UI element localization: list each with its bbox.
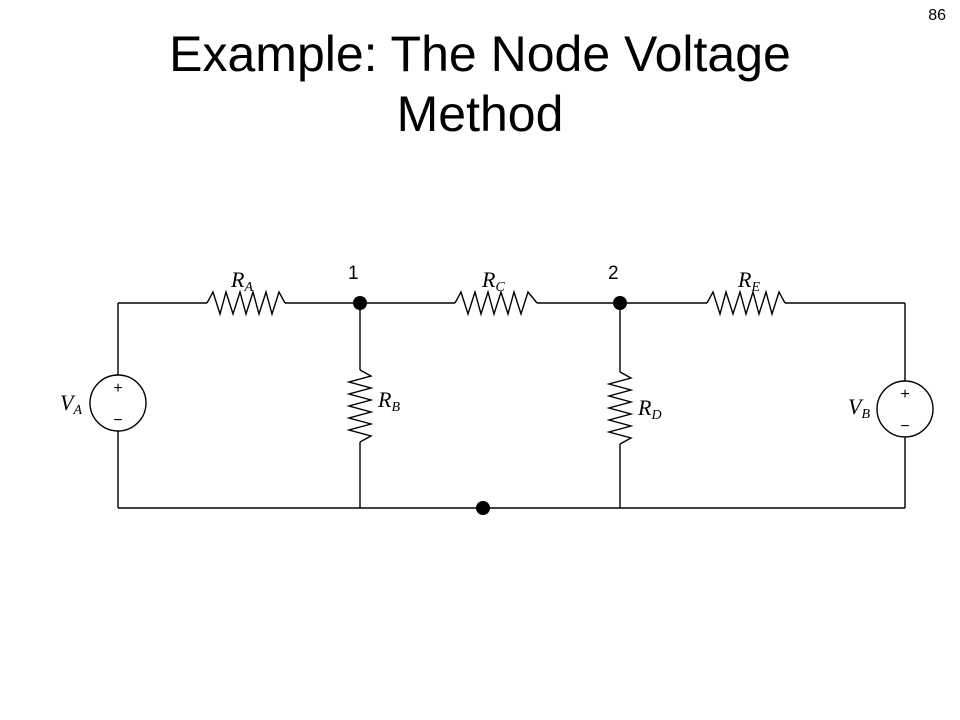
resistor-rb (346, 369, 374, 443)
source-vb-minus: − (900, 418, 909, 435)
label-rb-main: R (377, 387, 392, 412)
label-re-main: R (737, 267, 752, 292)
label-va: VA (60, 390, 82, 418)
source-vb-circle (876, 380, 934, 438)
label-va-main: V (60, 390, 76, 415)
label-re-sub: E (750, 280, 760, 295)
label-re: RE (737, 267, 760, 295)
resistor-ra (206, 289, 286, 317)
slide-title-line-1: Example: The Node Voltage (169, 26, 791, 82)
node-2-label: 2 (608, 263, 619, 284)
label-va-sub: A (72, 403, 82, 418)
label-rb-sub: B (391, 400, 400, 415)
label-rd-main: R (637, 395, 652, 420)
label-rc: RC (481, 267, 505, 295)
label-vb-sub: B (861, 407, 870, 422)
source-va-circle (89, 374, 147, 432)
label-ra: RA (230, 267, 253, 295)
resistor-rc (454, 289, 538, 317)
slide-title: Example: The Node Voltage Method (0, 24, 960, 144)
node-2-dot (613, 296, 627, 310)
source-va-minus: − (113, 412, 122, 429)
label-rd-sub: D (650, 408, 661, 423)
reference-node-dot (476, 501, 490, 515)
node-1-label: 1 (348, 263, 359, 284)
resistor-rd (606, 371, 634, 445)
label-rd: RD (637, 395, 662, 423)
label-vb: VB (848, 394, 870, 422)
node-1-dot (353, 296, 367, 310)
label-rc-main: R (481, 267, 496, 292)
label-vb-main: V (848, 394, 864, 419)
label-rb: RB (377, 387, 400, 415)
source-vb-plus: + (900, 386, 909, 403)
label-ra-sub: A (243, 280, 253, 295)
resistor-re (706, 289, 786, 317)
slide-title-line-2: Method (396, 86, 564, 142)
page-number: 86 (928, 7, 946, 24)
label-ra-main: R (230, 267, 245, 292)
source-va-plus: + (113, 380, 122, 397)
label-rc-sub: C (495, 280, 505, 295)
